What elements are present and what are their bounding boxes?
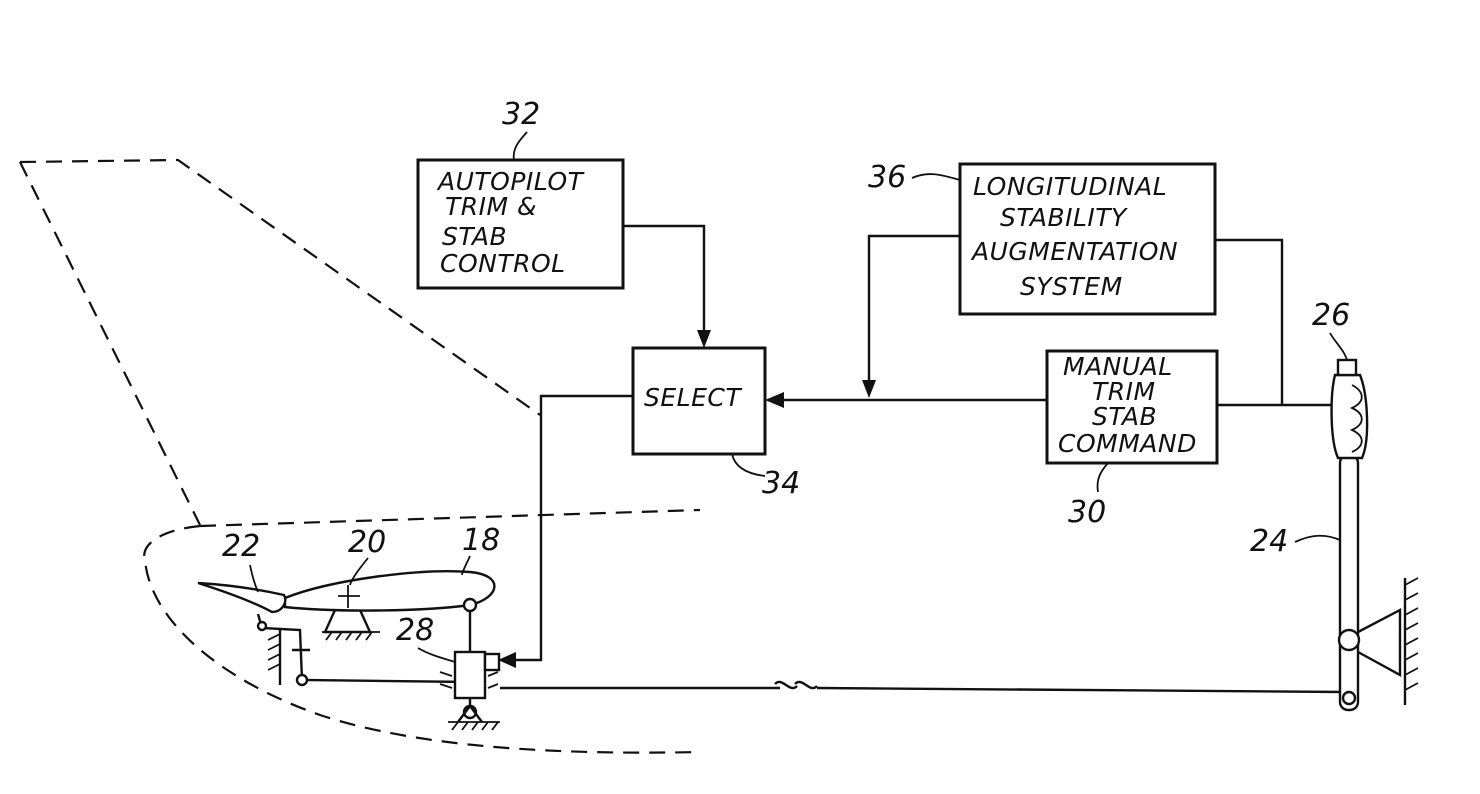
autopilot-label-line-1: AUTOPILOT (436, 167, 585, 196)
leader-18 (461, 555, 471, 576)
lsas-label-line-3: AUGMENTATION (970, 237, 1178, 266)
trim-actuator (439, 597, 501, 731)
ref-34: 34 (762, 466, 800, 501)
leader-26 (1329, 332, 1348, 361)
leader-34 (731, 453, 766, 477)
lsas-label-line-4: SYSTEM (1020, 272, 1123, 301)
autopilot-trim-stab-control-block: AUTOPILOT TRIM & STAB CONTROL (416, 158, 625, 290)
manual-label-line-2: TRIM (1092, 377, 1156, 406)
manual-label-line-3: STAB (1092, 402, 1157, 431)
autopilot-label-line-3: STAB (442, 222, 507, 251)
leader-36 (911, 173, 961, 181)
leader-28 (417, 647, 456, 663)
control-column (1337, 453, 1419, 712)
ref-18: 18 (462, 523, 500, 558)
signal-lines (498, 224, 1340, 668)
autopilot-label-line-2: TRIM & (445, 192, 537, 221)
manual-label-line-1: MANUAL (1063, 352, 1173, 381)
select-label: SELECT (644, 383, 742, 412)
trim-switch-grip (1330, 358, 1369, 460)
lsas-label-line-2: STABILITY (1000, 203, 1128, 232)
ref-36: 36 (868, 160, 906, 195)
leader-32 (512, 131, 528, 161)
ref-30: 30 (1068, 495, 1106, 530)
ref-26: 26 (1312, 298, 1350, 333)
leader-20 (349, 557, 369, 586)
manual-trim-stab-command-block: MANUAL TRIM STAB COMMAND (1045, 349, 1219, 465)
manual-label-line-4: COMMAND (1058, 429, 1197, 458)
longitudinal-stability-augmentation-block: LONGITUDINAL STABILITY AUGMENTATION SYST… (958, 162, 1217, 316)
lsas-label-line-1: LONGITUDINAL (973, 172, 1167, 201)
mechanical-cable (500, 680, 1346, 694)
elevator-surface (197, 581, 287, 614)
elevator-linkage (256, 613, 471, 687)
leader-30 (1096, 462, 1109, 493)
ref-24: 24 (1250, 524, 1288, 559)
leader-24 (1294, 534, 1341, 543)
autopilot-label-line-4: CONTROL (440, 249, 566, 278)
ref-22: 22 (222, 529, 260, 564)
stabilizer-pivot-mount (322, 609, 380, 641)
ref-32: 32 (502, 97, 540, 132)
stabilizer-airfoil (283, 570, 496, 612)
ref-20: 20 (348, 525, 386, 560)
ref-28: 28 (396, 613, 434, 648)
leader-22 (249, 564, 259, 593)
tail-outline (19, 158, 701, 754)
select-block: SELECT (631, 346, 767, 456)
